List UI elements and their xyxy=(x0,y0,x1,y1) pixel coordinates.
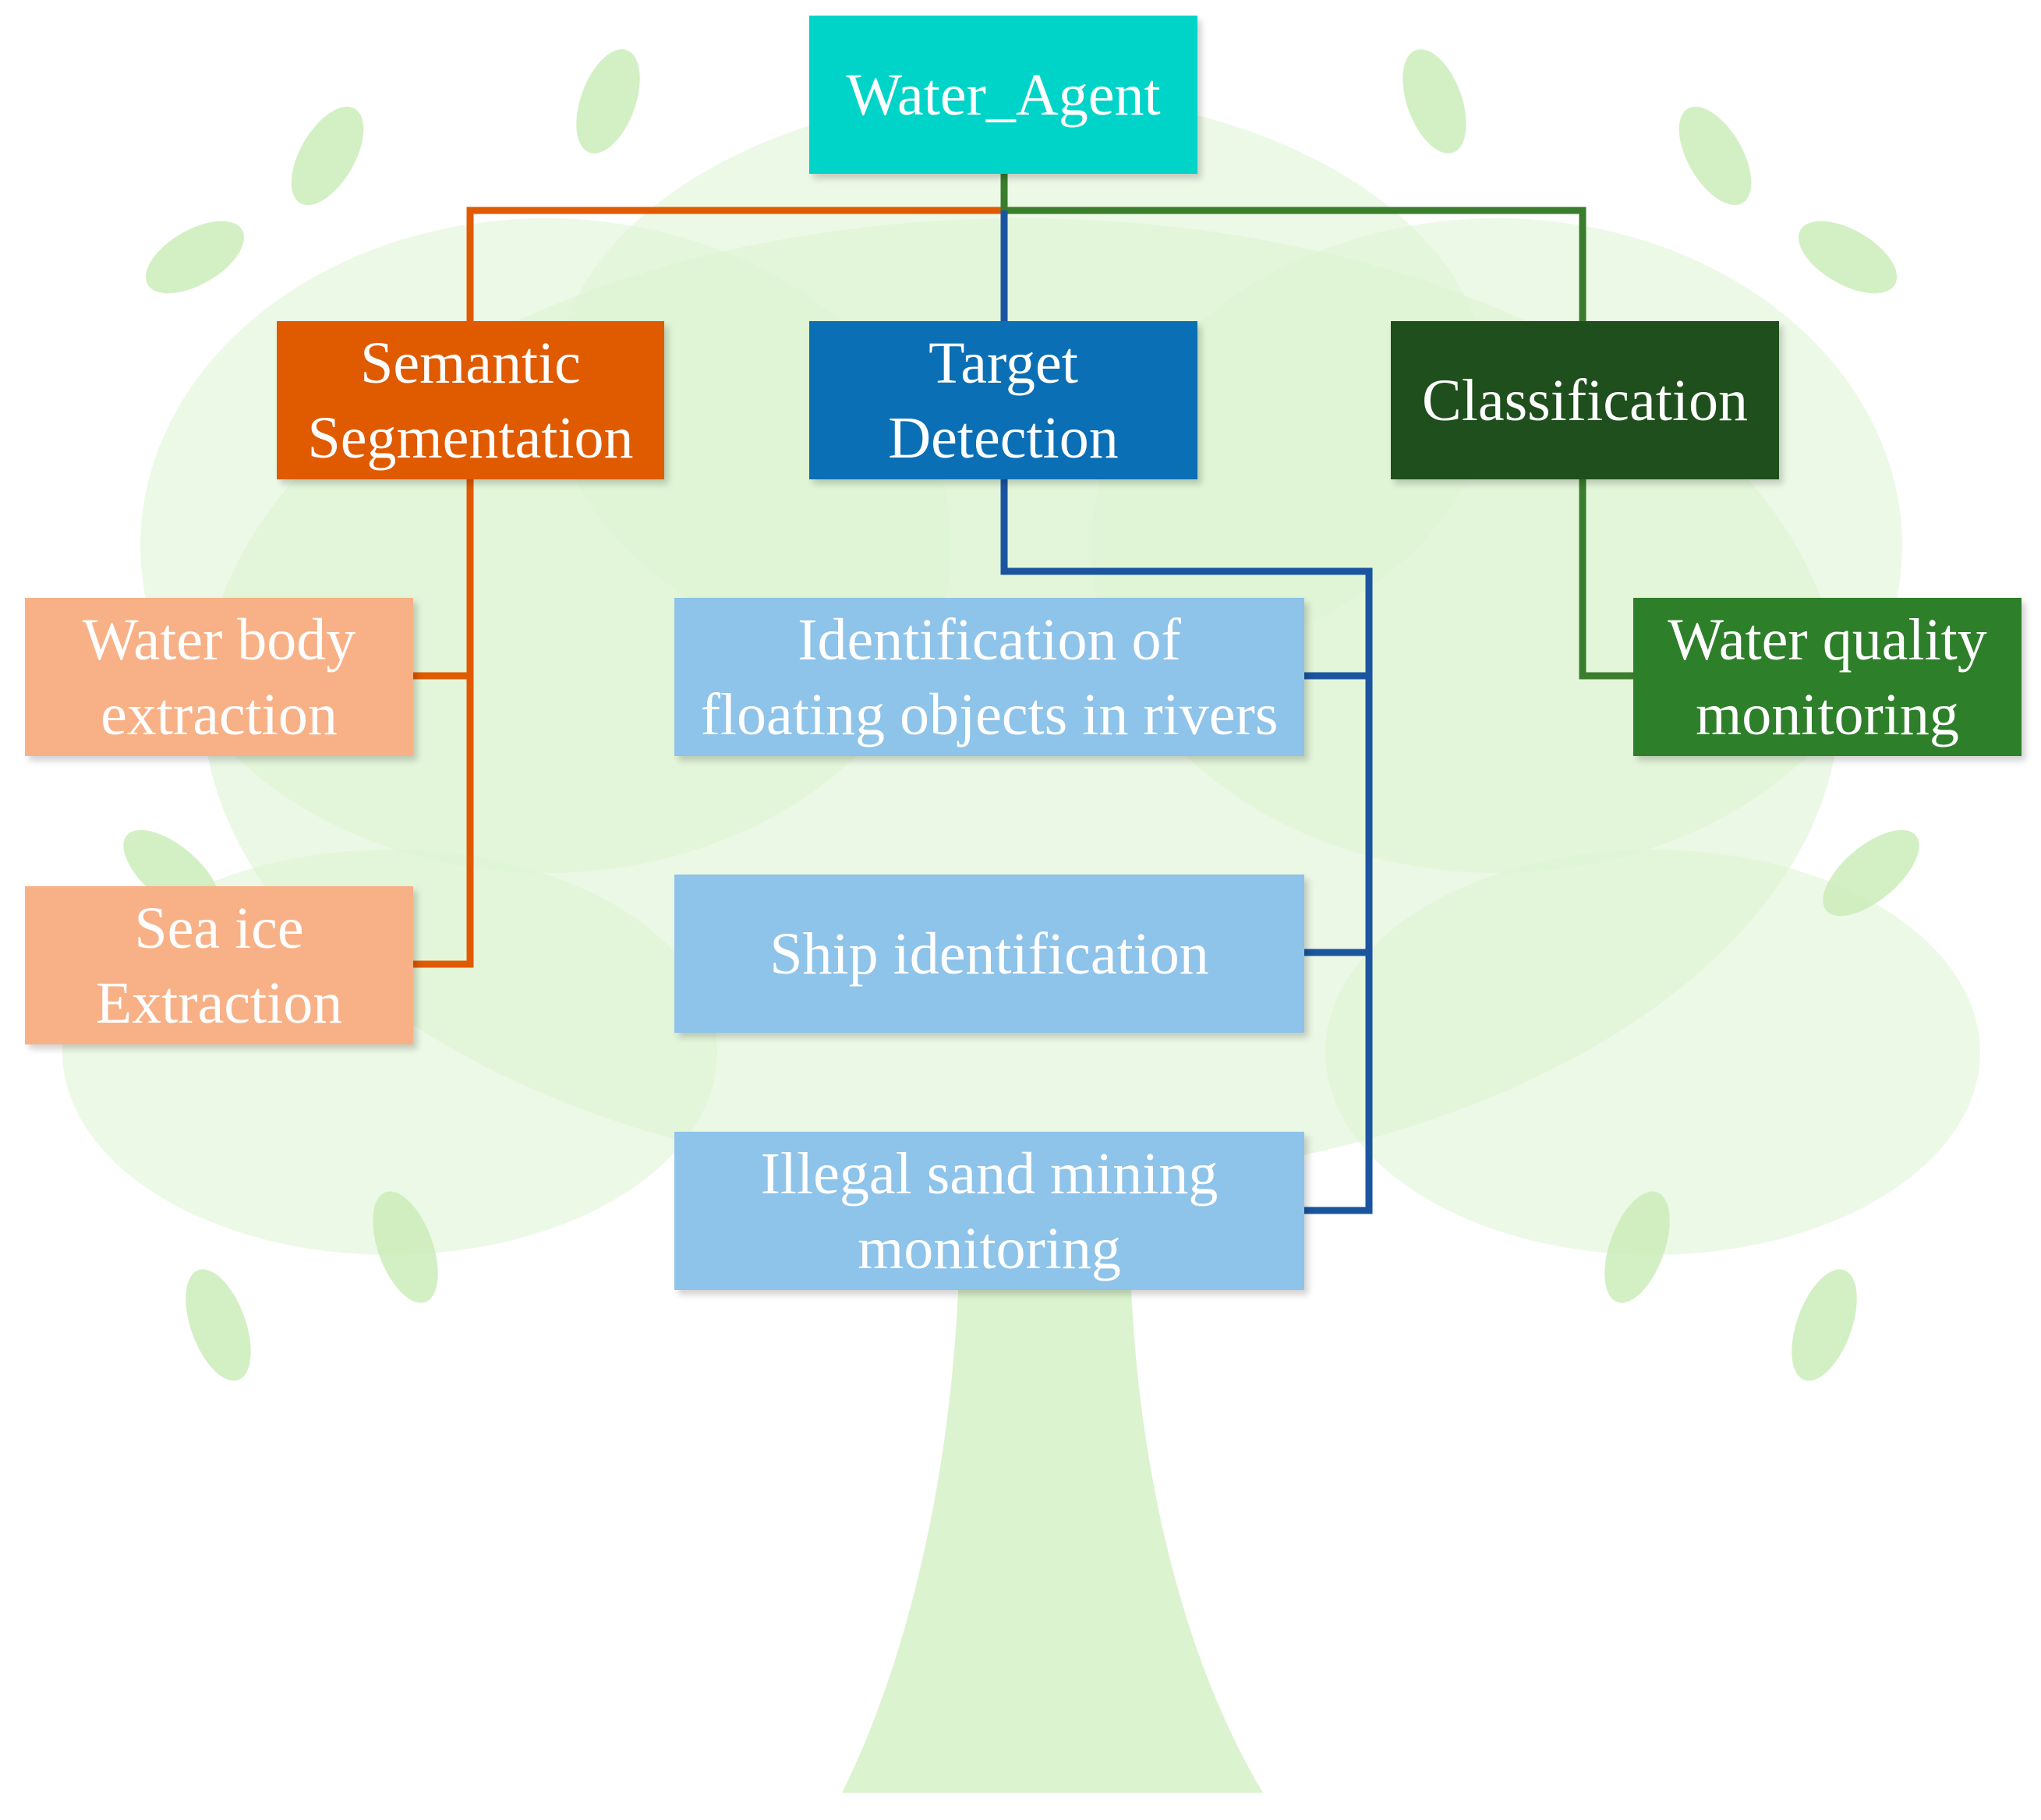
leaf-ship-identification: Ship identification xyxy=(674,875,1304,1033)
tree-trunk xyxy=(842,1169,1263,1793)
connector-root-to-semantic xyxy=(466,207,1004,321)
root-node-water-agent: Water_Agent xyxy=(809,16,1197,174)
connector-semantic-to-leaves xyxy=(412,477,474,968)
connector-root-to-classification xyxy=(1000,173,1586,321)
leaf-illegal-sand-mining-monitoring: Illegal sand mining monitoring xyxy=(674,1132,1304,1290)
leaf-water-quality-monitoring: Water quality monitoring xyxy=(1633,598,2022,756)
leaf-floating-objects-identification: Identification of floating objects in ri… xyxy=(674,598,1304,756)
category-classification: Classification xyxy=(1391,321,1779,479)
category-semantic-segmentation: Semantic Segmentation xyxy=(277,321,664,479)
leaf-water-body-extraction: Water body extraction xyxy=(25,598,413,756)
category-target-detection: Target Detection xyxy=(809,321,1197,479)
connector-target-to-leaves xyxy=(1000,477,1373,1214)
connector-classification-to-leaf xyxy=(1579,477,1633,680)
leaf-sea-ice-extraction: Sea ice Extraction xyxy=(25,886,413,1044)
